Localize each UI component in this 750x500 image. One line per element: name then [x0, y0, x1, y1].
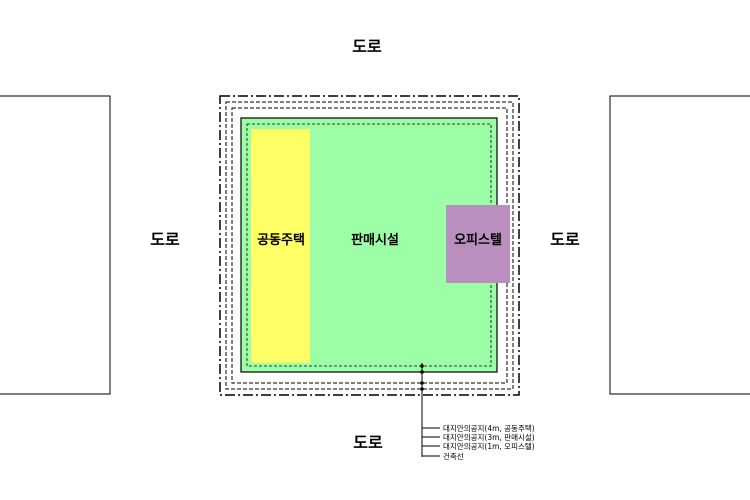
- legend-item-1: 대지안의공지(4m, 공동주택): [443, 423, 535, 433]
- officetel-label: 오피스텔: [454, 233, 502, 248]
- road-label-bottom: 도로: [353, 433, 383, 452]
- officetel-area: [446, 205, 510, 283]
- leader-dot-1: [420, 364, 424, 368]
- left-neighbor-block: [0, 95, 111, 395]
- setback-line-2: [231, 107, 508, 384]
- leader-dot-2: [420, 370, 424, 374]
- setback-line-1: [225, 101, 514, 390]
- legend-item-4: 건축선: [443, 451, 464, 461]
- housing-area: [251, 129, 310, 363]
- road-label-left: 도로: [150, 230, 180, 249]
- road-label-top: 도로: [352, 37, 382, 56]
- right-neighbor-block: [609, 95, 750, 395]
- lot-boundary: [219, 95, 520, 396]
- legend-item-3: 대지안의공지(1m, 오피스텔): [443, 441, 535, 451]
- housing-label: 공동주택: [257, 232, 305, 248]
- leader-dot-3: [420, 381, 424, 385]
- road-label-right: 도로: [550, 230, 580, 249]
- leader-dot-4: [420, 387, 424, 391]
- legend-item-2: 대지안의공지(3m, 판매시설): [443, 432, 535, 442]
- retail-label: 판매시설: [351, 232, 399, 248]
